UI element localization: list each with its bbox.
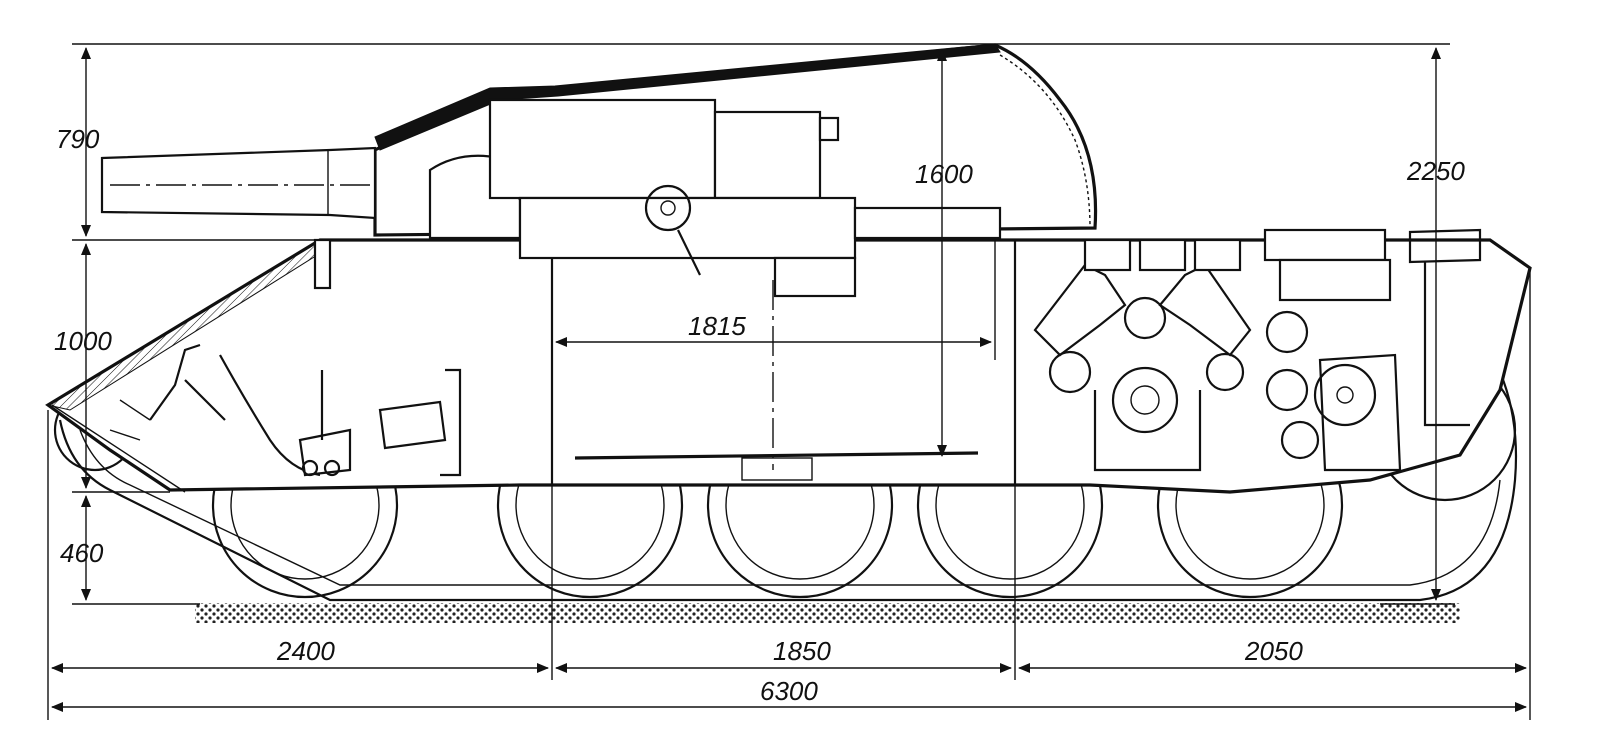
label-1815: 1815 [688, 311, 746, 341]
transmission-icon [1313, 363, 1377, 427]
height-dimension-lines [72, 43, 1455, 605]
label-1000: 1000 [54, 326, 112, 356]
label-2050: 2050 [1244, 636, 1303, 666]
label-1600: 1600 [915, 159, 973, 189]
label-1850: 1850 [773, 636, 831, 666]
label-6300: 6300 [760, 676, 818, 706]
crankshaft-icon [1111, 366, 1179, 434]
driver-station [149, 238, 462, 477]
engine-block [1033, 228, 1482, 472]
gun-breech [428, 98, 1002, 298]
main-gun [100, 146, 377, 220]
trunnion-icon [644, 184, 692, 232]
label-460: 460 [60, 538, 104, 568]
hatch-icon [313, 238, 332, 290]
label-2250: 2250 [1406, 156, 1465, 186]
label-790: 790 [56, 124, 100, 154]
length-dimension-lines [47, 270, 1531, 720]
ground-strip [195, 603, 1460, 623]
turret-floor [574, 451, 979, 460]
label-2400: 2400 [276, 636, 335, 666]
